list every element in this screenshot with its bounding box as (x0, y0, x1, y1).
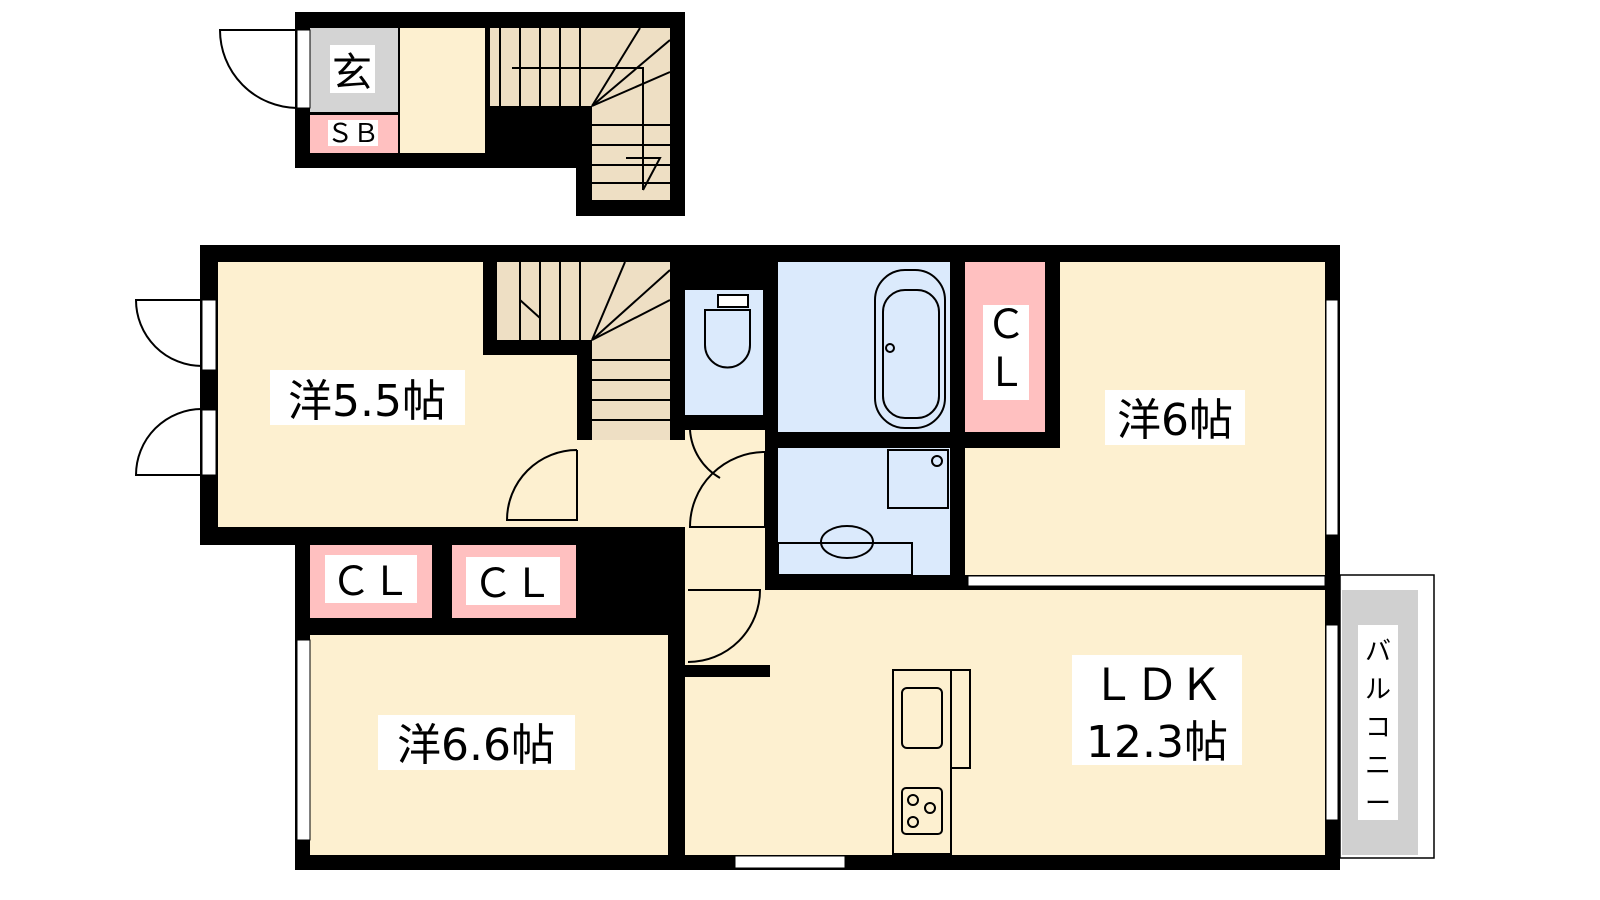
closet-a-label: ＣＬ (331, 559, 411, 605)
shoe-box-label: ＳＢ (327, 119, 379, 149)
door-western-55[interactable] (505, 449, 578, 521)
washroom (778, 448, 950, 575)
door-ldk[interactable] (687, 589, 762, 663)
svg-text:ー: ー (1365, 789, 1391, 819)
closet-c-label-1: Ｃ (986, 302, 1026, 348)
balcony-label: バ ル コ ニ ー (1365, 637, 1391, 819)
western-55-label: 洋5.5帖 (288, 376, 446, 427)
genkan-label: 玄 (332, 50, 372, 96)
hallway (577, 440, 685, 527)
washing-machine-icon (887, 449, 949, 509)
doors (134, 299, 766, 663)
bathtub-icon (874, 269, 946, 429)
toilet-icon (704, 294, 751, 369)
svg-text:ニ: ニ (1365, 751, 1391, 781)
door-western-55-outer-b[interactable] (134, 408, 203, 476)
bathroom (778, 262, 950, 432)
door-western-55-outer-a[interactable] (134, 299, 203, 367)
room-western-6 (965, 448, 1325, 575)
door-toilet[interactable] (689, 429, 721, 479)
stove-icon (901, 787, 943, 835)
entrance-level: 玄 ＳＢ (218, 12, 685, 216)
door-western-66[interactable] (594, 542, 666, 614)
stair-steps (499, 27, 671, 191)
western-6-label: 洋6帖 (1117, 395, 1233, 446)
kitchen-sink-icon (901, 687, 943, 749)
main-level: Ｃ Ｌ (134, 245, 1435, 870)
svg-text:ル: ル (1365, 675, 1391, 705)
stairs-main (497, 262, 670, 340)
entry-hall (400, 28, 485, 153)
stair-steps-main (519, 261, 671, 421)
entrance-door[interactable] (218, 29, 298, 109)
closet-c-label-2: Ｌ (986, 350, 1026, 396)
sink-icon (820, 525, 874, 559)
closet-b-label: ＣＬ (473, 561, 553, 607)
ldk-size-label: 12.3帖 (1086, 717, 1228, 768)
ldk-label: ＬＤＫ (1091, 660, 1223, 711)
svg-text:コ: コ (1365, 713, 1391, 743)
door-washroom[interactable] (688, 451, 766, 528)
svg-text:バ: バ (1365, 637, 1391, 667)
western-66-label: 洋6.6帖 (397, 720, 555, 771)
